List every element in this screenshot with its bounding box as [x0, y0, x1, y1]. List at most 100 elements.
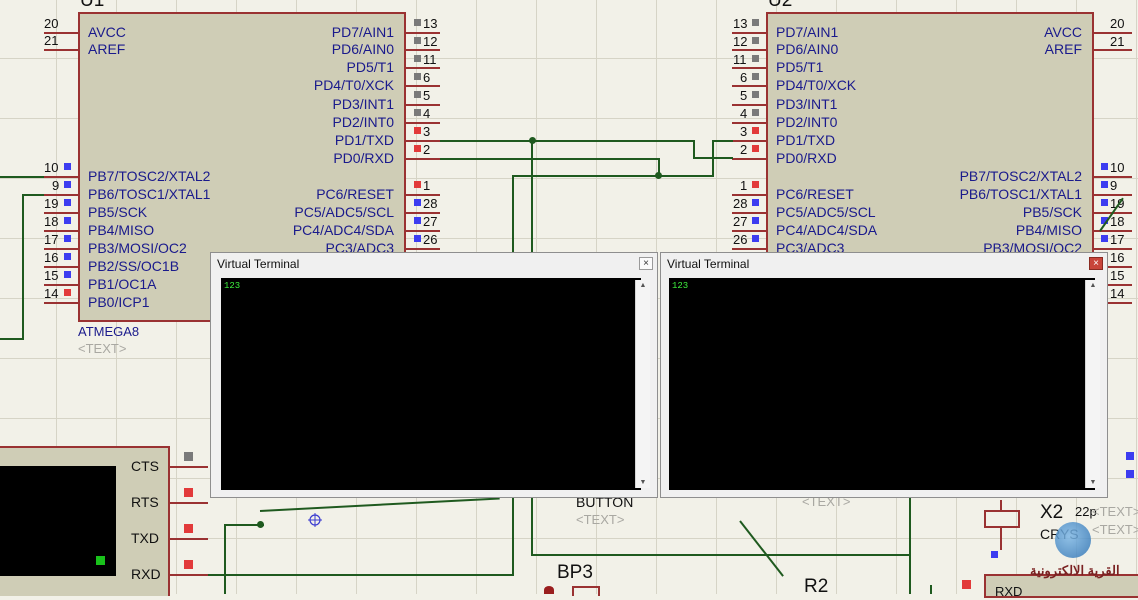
wire[interactable]	[22, 194, 44, 196]
wire[interactable]	[224, 524, 226, 594]
u1-pin-label: PB7/TOSC2/XTAL2	[88, 168, 211, 184]
u2-pin-line	[1094, 194, 1132, 196]
u2-pin-state	[752, 55, 759, 62]
u2-pin-line	[732, 67, 766, 69]
u1-pin-line	[406, 140, 440, 142]
bp3-button[interactable]	[572, 586, 600, 596]
wire[interactable]	[224, 524, 264, 526]
wire[interactable]	[909, 494, 911, 594]
window-title: Virtual Terminal	[217, 257, 300, 271]
u2-pin-label: PD0/RXD	[776, 150, 837, 166]
u1-pin-state	[414, 91, 421, 98]
u2-pin-line	[732, 212, 766, 214]
u2-pin-state	[752, 109, 759, 116]
u2-pin-label: AREF	[1044, 41, 1082, 57]
compim-pin-state	[184, 488, 193, 497]
wire-rxd[interactable]	[440, 158, 660, 160]
terminal-screen[interactable]: 123	[221, 278, 641, 490]
u1-pin-num: 2	[423, 142, 431, 157]
watermark-text: القرية الالكترونية	[1030, 563, 1120, 578]
wire[interactable]	[531, 554, 911, 556]
watermark-logo-icon	[1055, 522, 1091, 558]
wire[interactable]	[512, 175, 514, 265]
u2-pin-label: PB7/TOSC2/XTAL2	[959, 168, 1082, 184]
scroll-down-icon[interactable]: ▼	[1089, 479, 1097, 486]
wire-rxd[interactable]	[658, 158, 660, 176]
u1-pin-state	[414, 127, 421, 134]
u1-pin-line	[44, 284, 78, 286]
u2-pin-label: PB5/SCK	[1022, 204, 1082, 220]
compim-pin-state	[184, 560, 193, 569]
wire[interactable]	[0, 338, 24, 340]
u1-pin-num: 26	[423, 232, 438, 247]
u2-pin-state	[752, 127, 759, 134]
u2-pin-num: 26	[733, 232, 748, 247]
wire[interactable]	[512, 494, 514, 576]
wire-txd[interactable]	[440, 140, 694, 142]
u1-pin-num: 10	[44, 160, 59, 175]
x2-label: X2	[1040, 502, 1064, 523]
wire-txd[interactable]	[693, 140, 695, 158]
wire-rxd[interactable]	[712, 140, 714, 176]
u1-pin-state	[64, 271, 71, 278]
vertical-scrollbar[interactable]: ▲ ▼	[1085, 280, 1100, 488]
compim-pin-label: RTS	[131, 494, 159, 510]
crystal[interactable]	[984, 510, 1020, 528]
u1-pin-label: PB0/ICP1	[88, 294, 150, 310]
text-placeholder: <TEXT>	[1092, 522, 1138, 537]
u1-part: ATMEGA8	[78, 324, 140, 339]
wire[interactable]	[531, 494, 533, 556]
pin-state	[1126, 470, 1134, 478]
u1-ref: U1	[80, 0, 105, 11]
u2-pin-label: PC6/RESET	[776, 186, 854, 202]
u1-pin-label: PD6/AIN0	[331, 41, 394, 57]
scroll-down-icon[interactable]: ▼	[639, 479, 647, 486]
u1-pin-label: PB6/TOSC1/XTAL1	[88, 186, 211, 202]
u1-pin-line	[406, 230, 440, 232]
u2-pin-line	[1104, 302, 1132, 304]
close-button[interactable]: ×	[1089, 257, 1103, 270]
wire-rxd[interactable]	[512, 175, 714, 177]
terminal-output: 123	[224, 281, 241, 291]
wire[interactable]	[531, 140, 533, 258]
wire[interactable]	[0, 176, 44, 178]
u1-pin-line	[406, 212, 440, 214]
u1-pin-label: PC5/ADC5/SCL	[294, 204, 394, 220]
virtual-terminal-right-window[interactable]: Virtual Terminal × 123 ▲ ▼	[660, 252, 1108, 498]
pin-state	[962, 580, 971, 589]
u1-pin-label: PD3/INT1	[332, 96, 394, 112]
wire[interactable]	[22, 194, 24, 340]
u1-pin-line	[44, 194, 78, 196]
u2-pin-num: 12	[733, 34, 748, 49]
wire[interactable]	[930, 585, 932, 594]
u1-pin-num: 16	[44, 250, 59, 265]
wire-rxd[interactable]	[712, 140, 733, 142]
u2-pin-state	[752, 91, 759, 98]
u2-pin-label: PD3/INT1	[776, 96, 838, 112]
u1-pin-num: 13	[423, 16, 438, 31]
u1-pin-line	[44, 49, 78, 51]
u2-pin-state	[1101, 181, 1108, 188]
u2-ref: U2	[768, 0, 793, 11]
probe-cursor-icon[interactable]	[308, 513, 322, 527]
u1-pin-state	[414, 19, 421, 26]
u2-pin-state	[752, 181, 759, 188]
compim-pin-line	[170, 502, 208, 504]
u2-pin-label: AVCC	[1044, 24, 1082, 40]
vertical-scrollbar[interactable]: ▲ ▼	[635, 280, 650, 488]
scroll-up-icon[interactable]: ▲	[639, 282, 647, 289]
wire-junction	[655, 172, 662, 179]
wire[interactable]	[208, 574, 514, 576]
terminal-screen[interactable]: 123	[669, 278, 1095, 490]
u1-pin-line	[406, 122, 440, 124]
close-button[interactable]: ×	[639, 257, 653, 270]
scroll-up-icon[interactable]: ▲	[1089, 282, 1097, 289]
compim-pin-state	[184, 452, 193, 461]
bp3-pin-state	[544, 586, 554, 594]
rxd-label: RXD	[995, 584, 1023, 599]
u2-pin-label: PD1/TXD	[776, 132, 836, 148]
u1-pin-state	[414, 235, 421, 242]
virtual-terminal-left-window[interactable]: Virtual Terminal × 123 ▲ ▼	[210, 252, 658, 498]
u2-pin-line	[732, 104, 766, 106]
u2-pin-state	[1101, 163, 1108, 170]
